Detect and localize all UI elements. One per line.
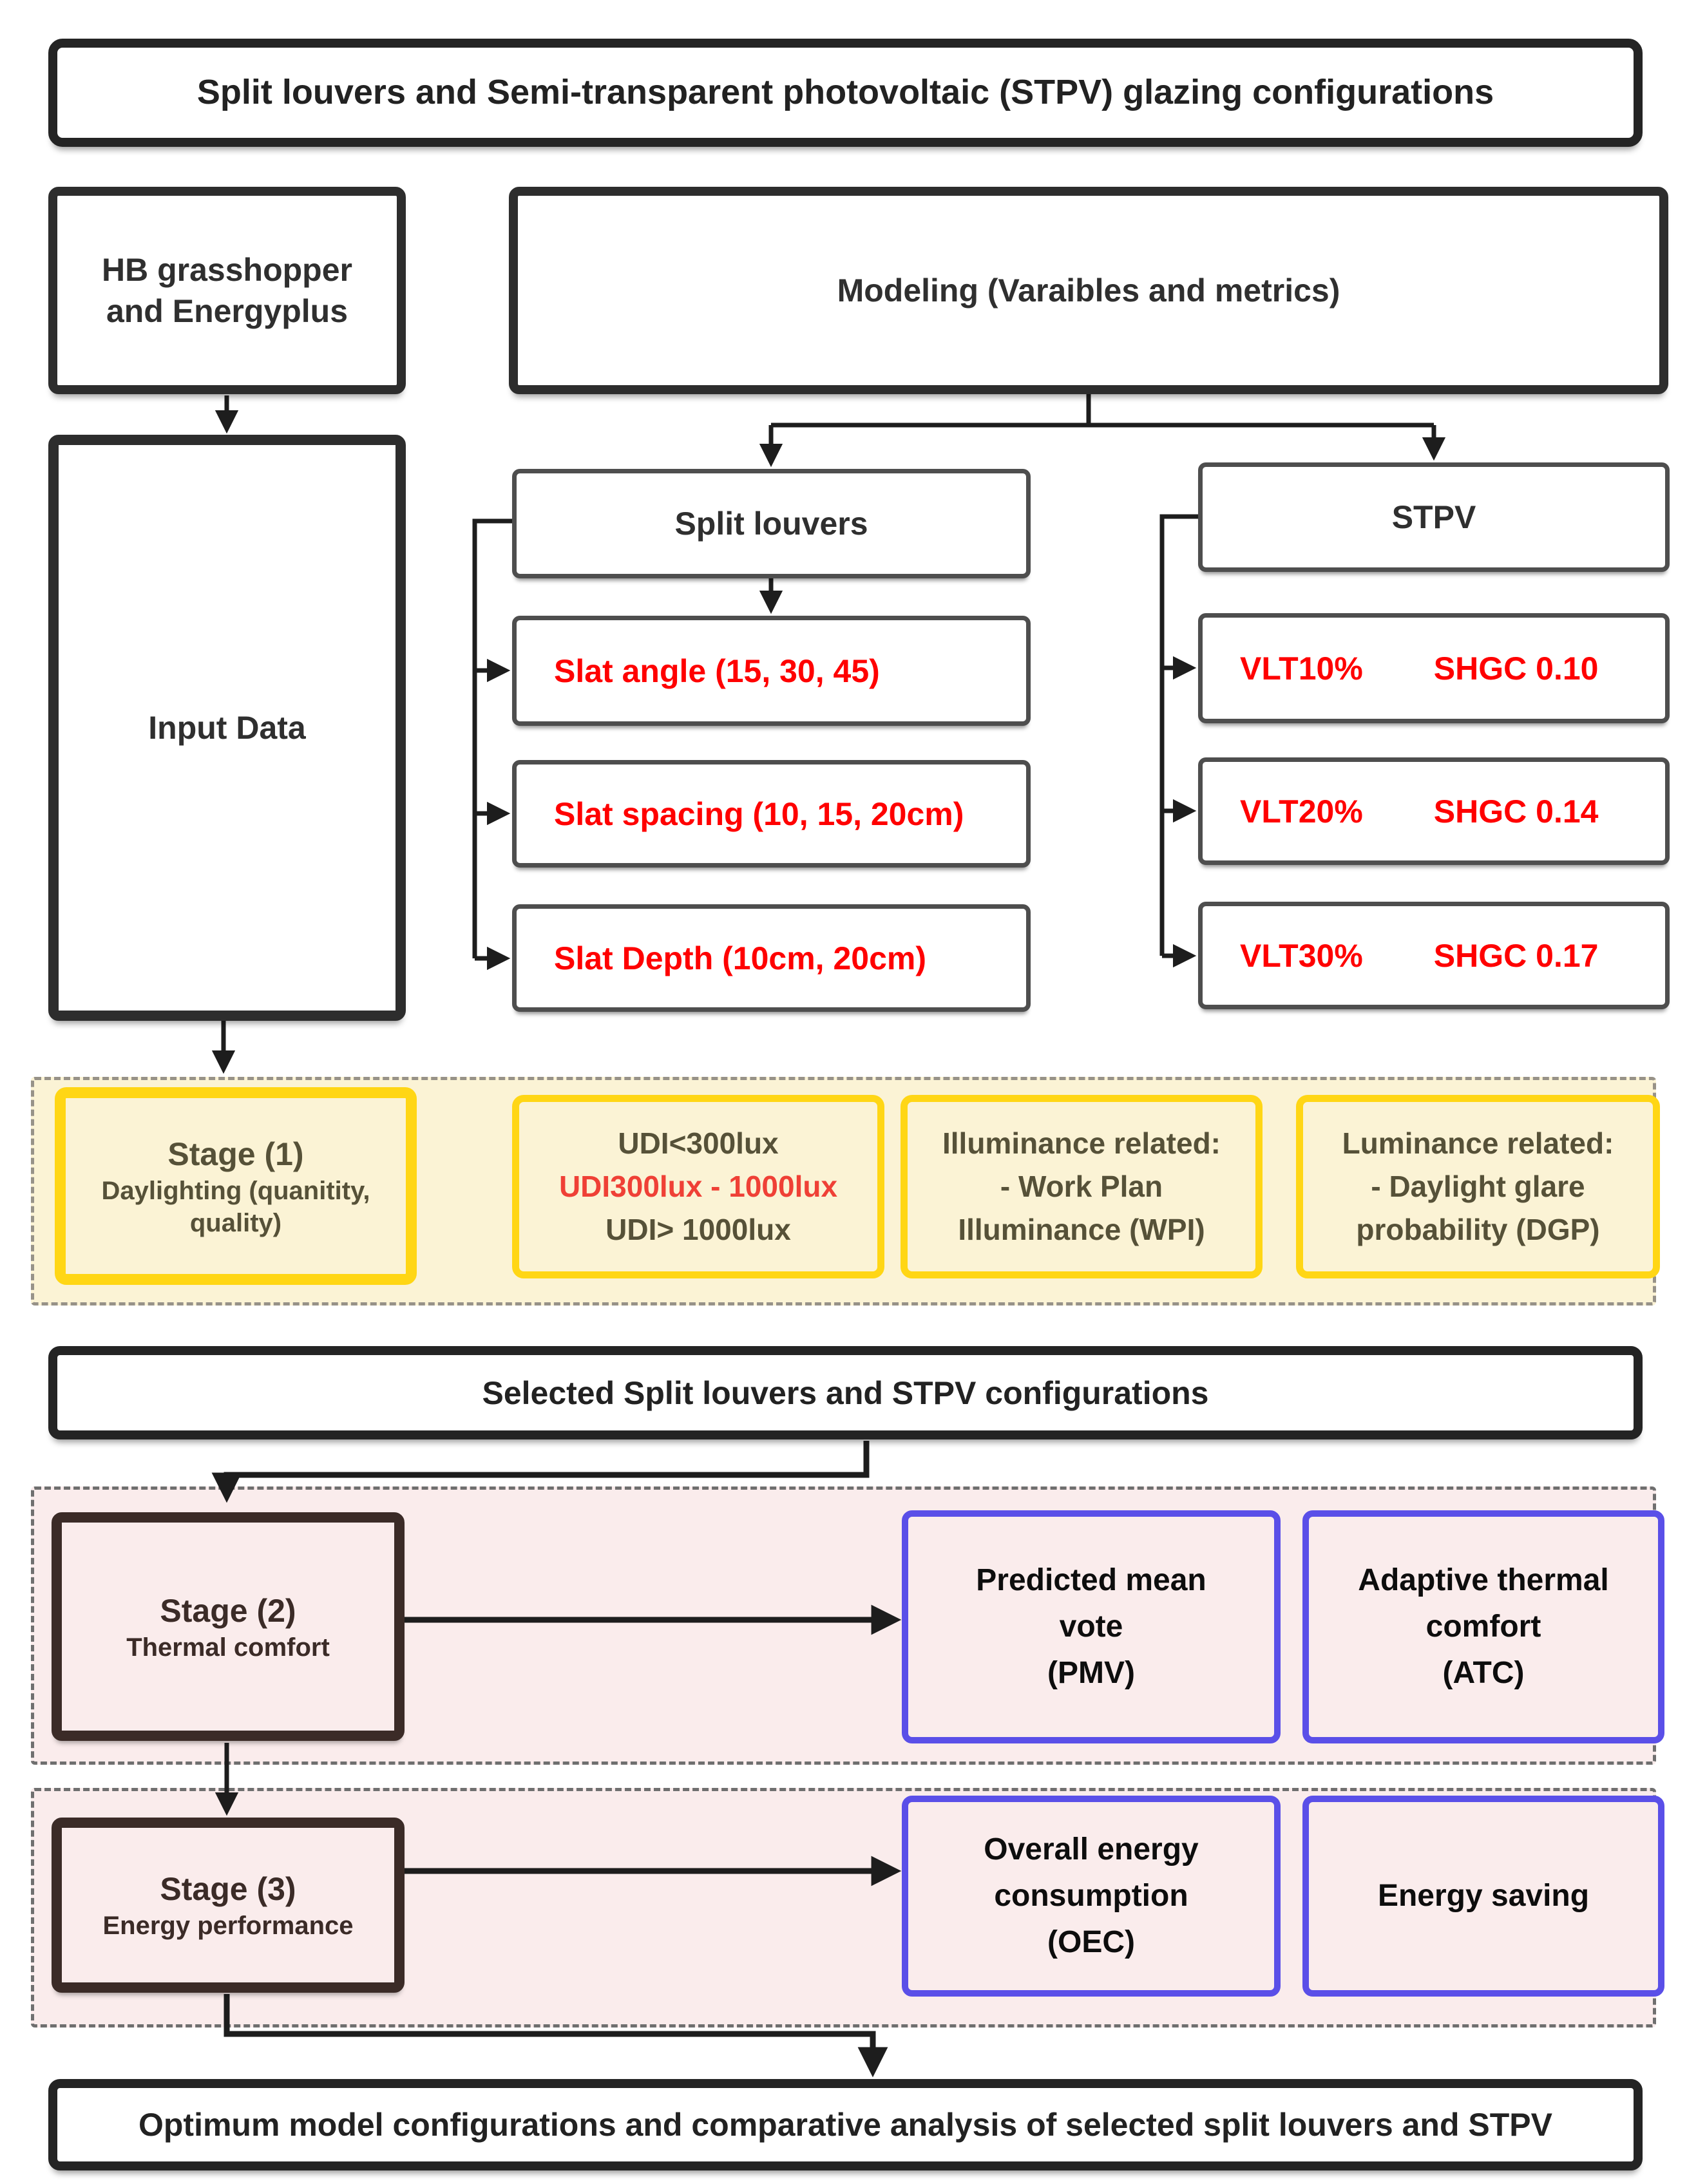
selected-box: Selected Split louvers and STPV configur…: [48, 1346, 1643, 1439]
stage3-title: Stage (3): [160, 1871, 296, 1907]
slat-angle-label: Slat angle (15, 30, 45): [554, 652, 880, 689]
vlt10-box: VLT10% SHGC 0.10: [1198, 613, 1670, 723]
slat-angle-box: Slat angle (15, 30, 45): [512, 616, 1031, 726]
stage3-subtitle: Energy performance: [102, 1912, 354, 1940]
vlt30-box: VLT30% SHGC 0.17: [1198, 902, 1670, 1009]
line-stpv-bracket: [1159, 514, 1198, 956]
stpv-box: STPV: [1198, 462, 1670, 572]
selected-label: Selected Split louvers and STPV configur…: [482, 1374, 1209, 1411]
slat-spacing-box: Slat spacing (10, 15, 20cm): [512, 760, 1031, 868]
pmv-box: Predicted mean vote (PMV): [902, 1510, 1281, 1743]
udi-line1: UDI<300lux: [618, 1126, 779, 1161]
atc-box: Adaptive thermal comfort (ATC): [1302, 1510, 1664, 1743]
pmv-line2: vote: [1059, 1610, 1123, 1644]
luminance-line1: Luminance related:: [1342, 1126, 1614, 1161]
energy-saving-box: Energy saving: [1302, 1796, 1664, 1997]
atc-line3: (ATC): [1442, 1656, 1525, 1690]
stage1-box: Stage (1) Daylighting (quanitity, qualit…: [55, 1087, 417, 1285]
hb-line1: HB grasshopper: [102, 252, 352, 288]
stage3-box: Stage (3) Energy performance: [52, 1818, 405, 1993]
illuminance-line3: Illuminance (WPI): [958, 1212, 1205, 1246]
oec-line1: Overall energy: [984, 1832, 1199, 1866]
udi-line2: UDI300lux - 1000lux: [558, 1170, 838, 1204]
oec-line3: (OEC): [1047, 1925, 1135, 1959]
vlt20-box: VLT20% SHGC 0.14: [1198, 757, 1670, 865]
stpv-label: STPV: [1391, 499, 1476, 535]
hb-energyplus-box: HB grasshopper and Energyplus: [48, 187, 406, 394]
hb-line2: and Energyplus: [106, 293, 348, 329]
flow-arrows: [211, 394, 1446, 2078]
stage2-title: Stage (2): [160, 1592, 296, 1629]
split-louvers-label: Split louvers: [674, 506, 868, 542]
shgc20-label: SHGC 0.14: [1433, 793, 1599, 830]
slat-depth-label: Slat Depth (10cm, 20cm): [554, 940, 926, 976]
vlt20-label: VLT20%: [1240, 793, 1363, 830]
illuminance-line2: - Work Plan: [1000, 1170, 1163, 1204]
title-box: Split louvers and Semi-transparent photo…: [48, 39, 1643, 147]
input-data-box: Input Data: [48, 435, 406, 1021]
illuminance-line1: Illuminance related:: [942, 1126, 1221, 1161]
vlt10-label: VLT10%: [1240, 650, 1363, 687]
oec-box: Overall energy consumption (OEC): [902, 1796, 1281, 1997]
udi-box: UDI<300lux UDI300lux - 1000lux UDI> 1000…: [512, 1095, 884, 1278]
atc-line2: comfort: [1425, 1610, 1541, 1644]
atc-line1: Adaptive thermal: [1358, 1563, 1609, 1597]
optimum-box: Optimum model configurations and compara…: [48, 2079, 1643, 2170]
stage1-title: Stage (1): [167, 1135, 304, 1172]
line-split-bracket: [472, 518, 512, 958]
udi-line3: UDI> 1000lux: [605, 1212, 791, 1246]
modeling-label: Modeling (Varaibles and metrics): [837, 272, 1340, 309]
stage2-box: Stage (2) Thermal comfort: [52, 1512, 405, 1741]
input-data-label: Input Data: [148, 710, 306, 746]
oec-line2: consumption: [994, 1879, 1188, 1913]
shgc10-label: SHGC 0.10: [1433, 650, 1599, 687]
pmv-line1: Predicted mean: [976, 1563, 1206, 1597]
vlt30-label: VLT30%: [1240, 937, 1363, 974]
arrow-stage3-to-optimum: [224, 1994, 888, 2078]
stage2-subtitle: Thermal comfort: [126, 1633, 330, 1662]
slat-depth-box: Slat Depth (10cm, 20cm): [512, 904, 1031, 1012]
luminance-line3: probability (DGP): [1356, 1212, 1600, 1246]
stage1-subtitle: Daylighting (quanitity, quality): [101, 1176, 370, 1237]
modeling-box: Modeling (Varaibles and metrics): [509, 187, 1668, 394]
energy-saving-label: Energy saving: [1377, 1879, 1590, 1913]
luminance-line2: - Daylight glare: [1371, 1170, 1585, 1204]
luminance-box: Luminance related: - Daylight glare prob…: [1296, 1095, 1660, 1278]
slat-spacing-label: Slat spacing (10, 15, 20cm): [554, 795, 964, 832]
optimum-label: Optimum model configurations and compara…: [138, 2107, 1552, 2143]
split-louvers-box: Split louvers: [512, 469, 1031, 578]
arrow-selected-to-stage2: [211, 1441, 870, 1503]
pmv-line3: (PMV): [1047, 1656, 1135, 1690]
illuminance-box: Illuminance related: - Work Plan Illumin…: [901, 1095, 1263, 1278]
title-label: Split louvers and Semi-transparent photo…: [196, 73, 1494, 112]
shgc30-label: SHGC 0.17: [1433, 937, 1599, 974]
